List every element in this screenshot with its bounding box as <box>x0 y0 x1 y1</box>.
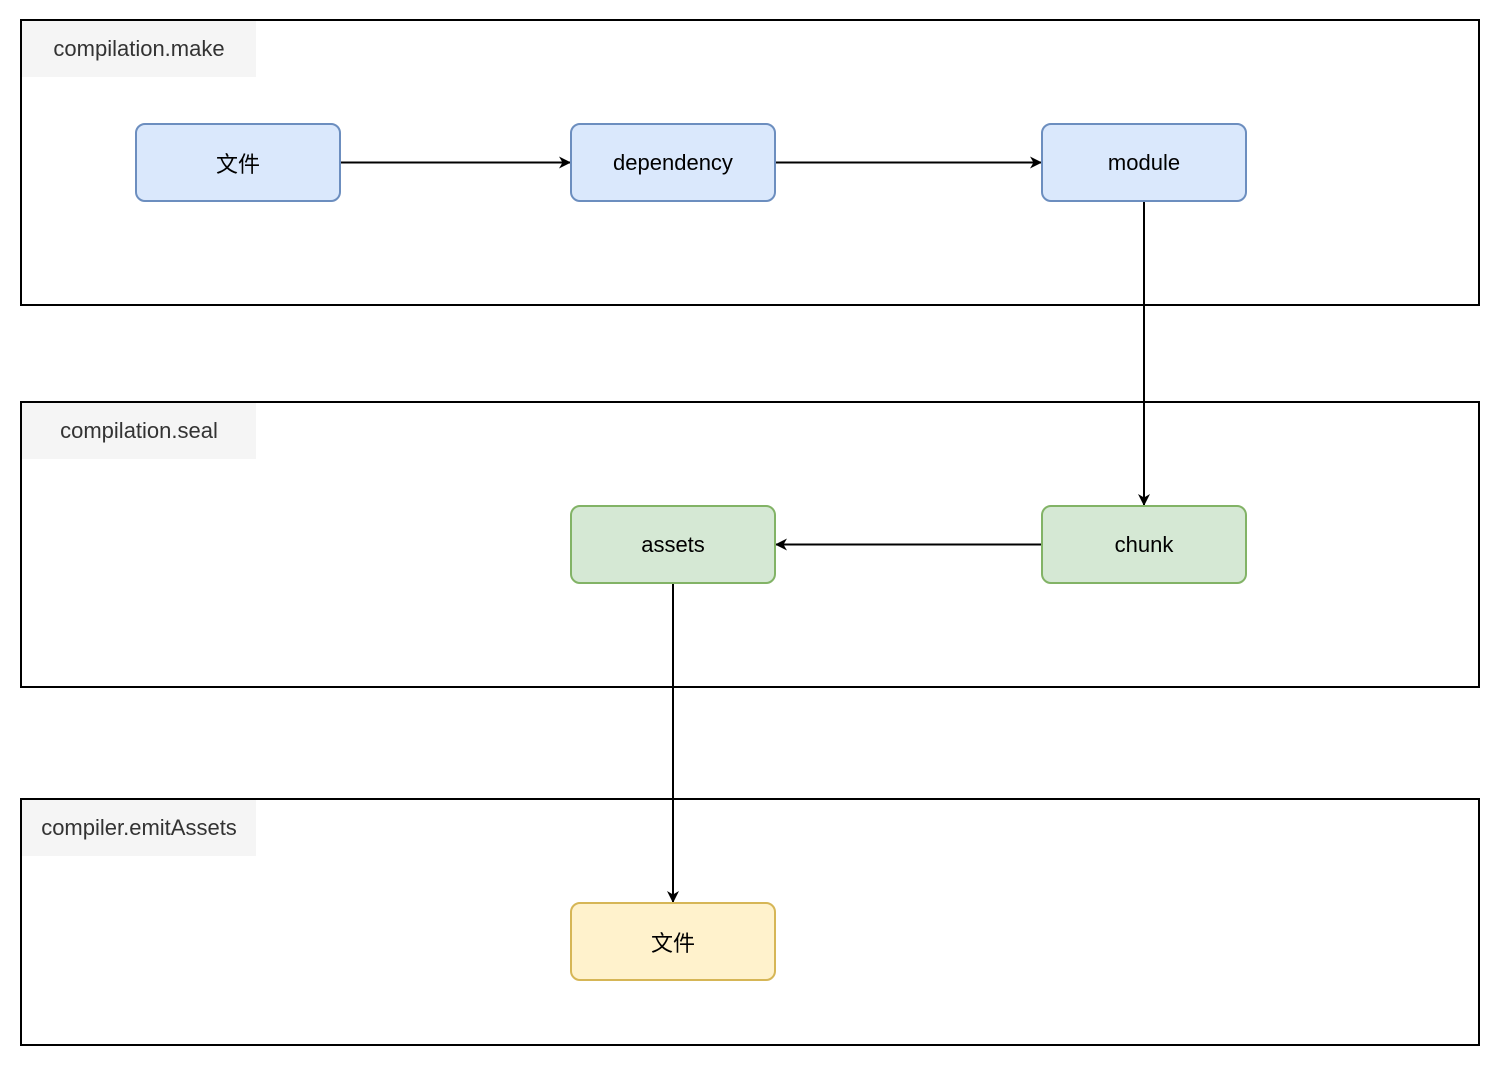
node-chunk[interactable]: chunk <box>1041 505 1247 584</box>
node-dependency[interactable]: dependency <box>570 123 776 202</box>
stage-compiler-emit-assets: compiler.emitAssets <box>20 798 1480 1046</box>
node-file-output[interactable]: 文件 <box>570 902 776 981</box>
node-label: 文件 <box>215 151 260 177</box>
node-assets[interactable]: assets <box>570 505 776 584</box>
node-label: module <box>1107 149 1181 175</box>
stage-compilation-make: compilation.make <box>20 19 1480 306</box>
stage-label-make: compilation.make <box>22 21 256 77</box>
node-label: dependency <box>613 149 733 175</box>
stage-label-emit: compiler.emitAssets <box>22 800 256 856</box>
node-label: 文件 <box>650 930 695 956</box>
stage-label-seal: compilation.seal <box>22 403 256 459</box>
node-module[interactable]: module <box>1041 123 1247 202</box>
stage-compilation-seal: compilation.seal <box>20 401 1480 688</box>
node-file-input[interactable]: 文件 <box>135 123 341 202</box>
node-label: assets <box>641 531 705 557</box>
node-label: chunk <box>1114 531 1174 557</box>
